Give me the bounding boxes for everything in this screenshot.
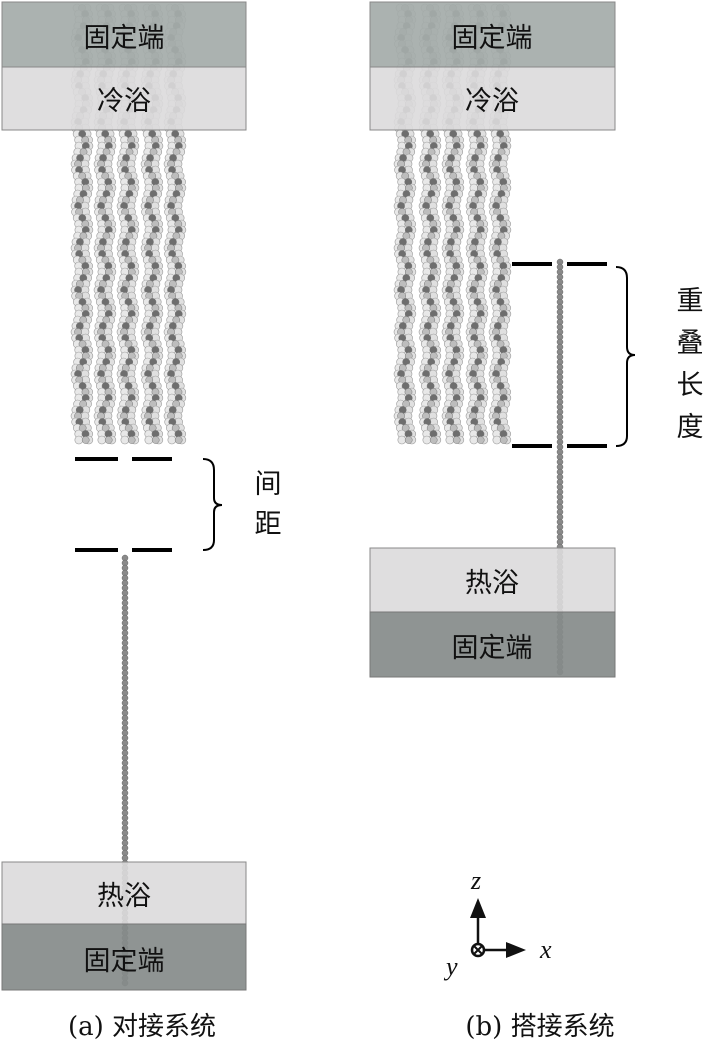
overlap-label-3: 长 xyxy=(677,370,704,401)
overlap-markers xyxy=(512,262,607,448)
molecular-chains xyxy=(70,3,564,987)
b-cold-bath-block xyxy=(369,66,616,131)
a-hot-bath-block xyxy=(1,861,247,925)
overlap-label-2: 叠 xyxy=(677,328,704,359)
y-axis-label: y xyxy=(443,952,458,981)
gap-markers xyxy=(75,457,172,552)
b-thick-chain-1 xyxy=(393,3,417,445)
b-thick-chain-4 xyxy=(465,3,489,445)
b-bottom-fixed-label: 固定端 xyxy=(452,633,533,664)
x-axis-label: x xyxy=(539,935,552,964)
b-hot-bath-label: 热浴 xyxy=(465,568,519,599)
a-bottom-fixed-label: 固定端 xyxy=(84,946,165,977)
b-top-fixed-label: 固定端 xyxy=(452,23,533,54)
gap-label-1: 间 xyxy=(255,469,282,500)
z-arrow-icon xyxy=(470,898,486,918)
b-top-fixed-block xyxy=(369,1,616,68)
overlap-label-4: 度 xyxy=(677,412,704,443)
b-bottom-fixed-block xyxy=(369,611,616,678)
z-axis-label: z xyxy=(470,866,481,895)
gap-label-2: 距 xyxy=(255,509,282,540)
caption-b: (b) 搭接系统 xyxy=(465,1012,614,1042)
a-top-fixed-block xyxy=(1,1,247,68)
b-cold-bath-label: 冷浴 xyxy=(465,86,519,117)
x-arrow-icon xyxy=(506,942,526,958)
gap-bracket xyxy=(202,458,223,551)
a-top-fixed-label: 固定端 xyxy=(84,23,165,54)
a-hot-bath-label: 热浴 xyxy=(97,881,151,912)
a-cold-bath-label: 冷浴 xyxy=(97,86,151,117)
overlap-bracket xyxy=(615,266,636,447)
overlap-label-1: 重 xyxy=(677,286,704,317)
coordinate-axes: z x y xyxy=(443,866,552,981)
caption-a: (a) 对接系统 xyxy=(68,1012,216,1042)
a-cold-bath-block xyxy=(1,66,247,131)
a-bottom-fixed-block xyxy=(1,923,247,991)
